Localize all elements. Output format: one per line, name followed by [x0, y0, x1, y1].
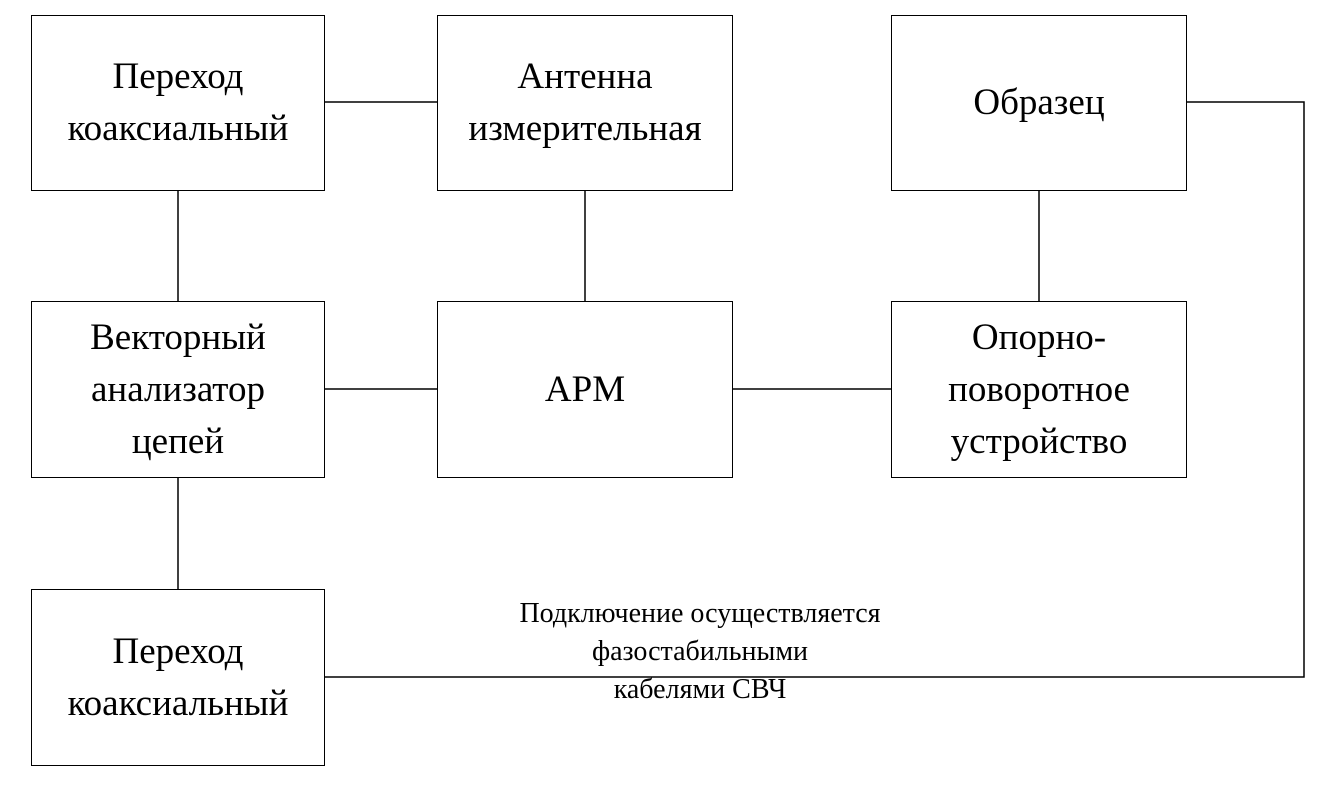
block-workstation: АРМ — [437, 301, 733, 478]
block-label: Переход коаксиальный — [67, 56, 289, 149]
block-coax-transition-top: Переход коаксиальный — [31, 15, 325, 191]
block-label: Образец — [973, 82, 1105, 123]
block-label: Антенна измерительная — [468, 56, 702, 149]
block-sample: Образец — [891, 15, 1187, 191]
cable-note: Подключение осуществляется фазостабильны… — [519, 598, 881, 705]
block-vector-network-analyzer: Векторный анализатор цепей — [31, 301, 325, 478]
line-coax-bottom-to-sample — [325, 101, 1305, 678]
block-positioner: Опорно- поворотное устройство — [891, 301, 1187, 478]
block-label: Опорно- поворотное устройство — [948, 316, 1130, 462]
block-measuring-antenna: Антенна измерительная — [437, 15, 733, 191]
block-coax-transition-bottom: Переход коаксиальный — [31, 589, 325, 766]
block-label: АРМ — [544, 368, 626, 410]
block-label: Переход коаксиальный — [67, 630, 289, 724]
block-label: Векторный анализатор цепей — [90, 316, 266, 462]
